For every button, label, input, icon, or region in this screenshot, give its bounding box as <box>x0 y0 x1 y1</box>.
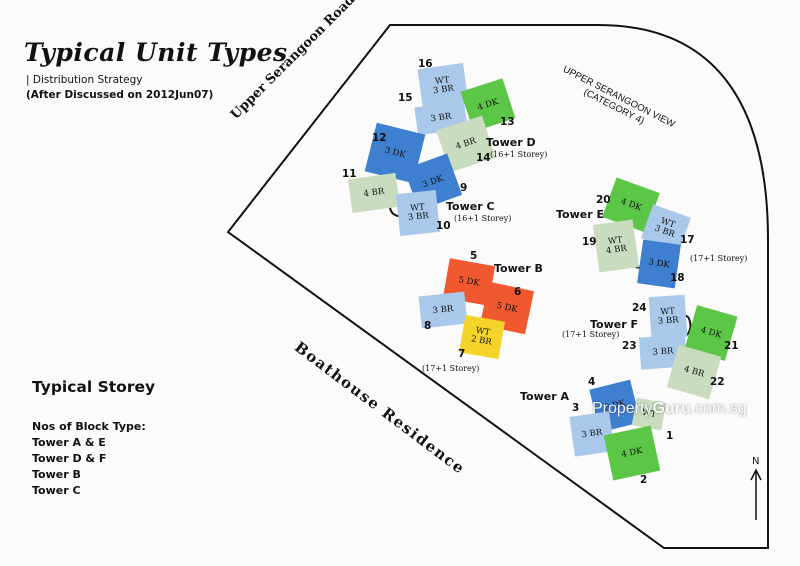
unit-number-24: 24 <box>632 302 647 314</box>
legend-subtitle: Nos of Block Type: <box>32 420 146 433</box>
unit-10[interactable]: WT 3 BR <box>395 190 441 236</box>
unit-number-17: 17 <box>680 234 695 246</box>
unit-number-18: 18 <box>670 272 685 284</box>
unit-number-13: 13 <box>500 116 515 128</box>
unit-number-21: 21 <box>724 340 739 352</box>
legend-item: Tower D & F <box>32 452 107 465</box>
tower-d-label: Tower D <box>486 136 536 149</box>
unit-number-4: 4 <box>588 376 596 388</box>
unit-number-3: 3 <box>572 402 580 414</box>
unit-number-14: 14 <box>476 152 491 164</box>
tower-c-label: Tower C <box>446 200 495 213</box>
unit-7[interactable]: WT 2 BR <box>459 314 505 360</box>
north-arrow-head <box>750 468 762 481</box>
unit-number-1: 1 <box>666 430 674 442</box>
tower-f-storey: (17+1 Storey) <box>562 330 620 339</box>
tower-e-label: Tower E <box>556 208 604 221</box>
unit-number-9: 9 <box>460 182 468 194</box>
tower-b-storey: (17+1 Storey) <box>422 364 480 373</box>
watermark-part1: Property <box>592 400 653 417</box>
unit-number-2: 2 <box>640 474 648 486</box>
legend-title: Typical Storey <box>32 378 156 396</box>
unit-19[interactable]: WT 4 BR <box>592 219 640 273</box>
watermark-part2: Guru <box>652 400 691 417</box>
tower-a-label: Tower A <box>520 390 569 403</box>
tower-b-label: Tower B <box>494 262 543 275</box>
watermark-part3: .com.sg <box>690 400 747 417</box>
unit-number-20: 20 <box>596 194 611 206</box>
north-label: N <box>752 456 760 467</box>
tower-e-storey: (17+1 Storey) <box>690 254 748 263</box>
legend-item: Tower B <box>32 468 81 481</box>
unit-number-5: 5 <box>470 250 478 262</box>
legend-item: Tower A & E <box>32 436 106 449</box>
site-boundary <box>226 24 769 549</box>
unit-2[interactable]: 4 DK <box>603 425 661 481</box>
tower-d-storey: (16+1 Storey) <box>490 150 548 159</box>
unit-number-10: 10 <box>436 220 451 232</box>
tower-f-label: Tower F <box>590 318 638 331</box>
page-title: Typical Unit Types <box>24 38 288 67</box>
subtitle: | Distribution Strategy <box>26 74 143 86</box>
unit-number-6: 6 <box>514 286 522 298</box>
unit-number-7: 7 <box>458 348 466 360</box>
tower-c-storey: (16+1 Storey) <box>454 214 512 223</box>
subtitle-date: (After Discussed on 2012Jun07) <box>26 89 214 101</box>
unit-number-8: 8 <box>424 320 432 332</box>
unit-number-19: 19 <box>582 236 597 248</box>
unit-number-16: 16 <box>418 58 433 70</box>
watermark: PropertyGuru.com.sg <box>592 400 747 418</box>
unit-number-15: 15 <box>398 92 413 104</box>
unit-number-22: 22 <box>710 376 725 388</box>
unit-number-11: 11 <box>342 168 357 180</box>
legend-item: Tower C <box>32 484 81 497</box>
unit-24[interactable]: WT 3 BR <box>648 294 688 340</box>
unit-number-12: 12 <box>372 132 387 144</box>
unit-number-23: 23 <box>622 340 637 352</box>
